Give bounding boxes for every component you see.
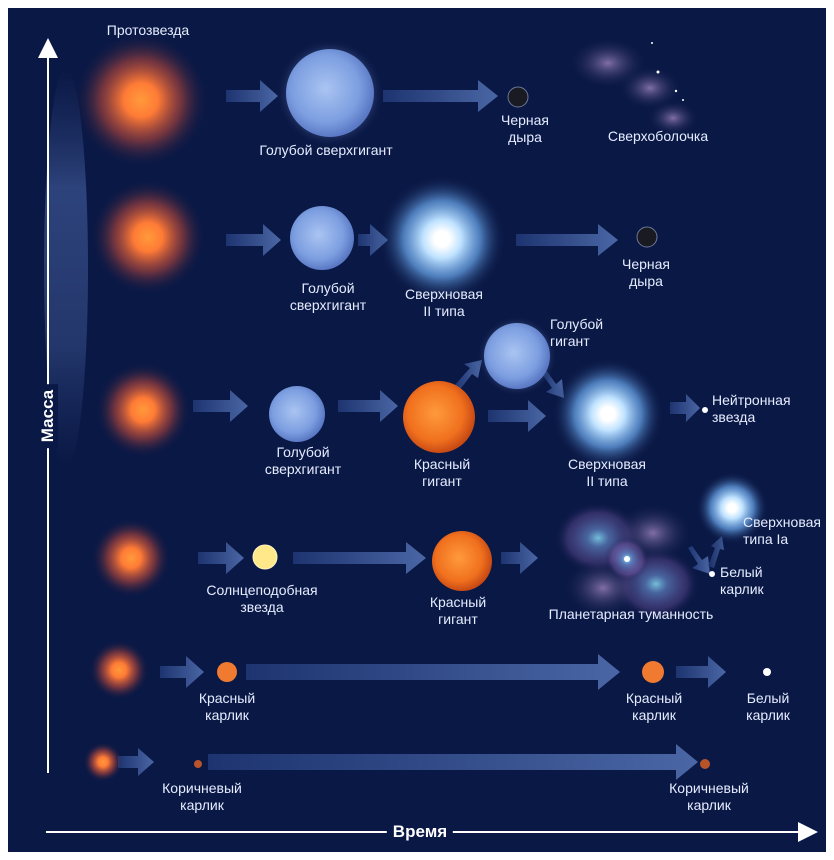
arrow bbox=[676, 656, 726, 688]
supernova-ia bbox=[696, 472, 768, 544]
blue-giant bbox=[484, 323, 550, 389]
sunlike-star bbox=[252, 544, 278, 570]
white-dwarf-4 bbox=[709, 571, 715, 577]
planetary-nebula bbox=[554, 502, 700, 620]
protostar-2 bbox=[90, 179, 206, 295]
protostar-label: Протозвезда bbox=[106, 22, 190, 38]
blue-supergiant-1 bbox=[286, 49, 374, 137]
arrow bbox=[488, 400, 546, 432]
supernova-2 bbox=[378, 175, 506, 303]
arrow bbox=[193, 390, 248, 422]
planetary-nebula-label: Планетарная туманность bbox=[548, 606, 714, 622]
neutron-star bbox=[702, 407, 708, 413]
arrow bbox=[338, 390, 398, 422]
arrow bbox=[670, 394, 700, 422]
protostar-1 bbox=[73, 32, 209, 168]
arrow bbox=[293, 542, 426, 574]
arrow bbox=[118, 748, 154, 776]
supershell-label: Сверхоболочка bbox=[607, 128, 709, 144]
arrow bbox=[208, 744, 698, 780]
brown-dwarf-1 bbox=[194, 760, 202, 768]
arrow bbox=[198, 542, 244, 574]
flow-arrows bbox=[118, 80, 726, 780]
protostar-3 bbox=[95, 362, 191, 458]
white-dwarf-5 bbox=[763, 668, 771, 676]
supernova-3 bbox=[552, 358, 664, 470]
molecular-cloud bbox=[44, 68, 88, 468]
arrow bbox=[501, 542, 538, 574]
protostar-4 bbox=[91, 518, 171, 598]
row1-blue-supergiant-label: Голубой сверхгигант bbox=[259, 142, 393, 158]
black-hole-1 bbox=[507, 86, 529, 108]
blue-supergiant-2 bbox=[290, 206, 354, 270]
arrow bbox=[383, 80, 498, 112]
red-dwarf-1 bbox=[217, 662, 237, 682]
mass-axis-label: Масса bbox=[38, 383, 58, 449]
arrow bbox=[358, 224, 388, 256]
diagram-frame: Масса Время Протозвезда Голубой сверхгиг… bbox=[8, 8, 826, 852]
black-hole-2 bbox=[636, 226, 658, 248]
arrow bbox=[454, 360, 482, 392]
stellar-evolution-diagram bbox=[38, 32, 818, 842]
protostar-6 bbox=[83, 742, 123, 782]
time-axis-label: Время bbox=[386, 822, 454, 842]
arrow bbox=[516, 224, 618, 256]
brown-dwarf-2 bbox=[700, 759, 710, 769]
red-giant-3 bbox=[403, 381, 475, 453]
arrow bbox=[226, 80, 278, 112]
red-giant-4 bbox=[432, 531, 492, 591]
arrow bbox=[708, 536, 724, 568]
protostar-5 bbox=[89, 640, 149, 700]
blue-supergiant-3 bbox=[269, 386, 325, 442]
arrow bbox=[226, 224, 281, 256]
arrow bbox=[160, 656, 204, 688]
arrow bbox=[246, 654, 620, 690]
supershell bbox=[568, 37, 699, 136]
red-dwarf-2 bbox=[642, 661, 664, 683]
